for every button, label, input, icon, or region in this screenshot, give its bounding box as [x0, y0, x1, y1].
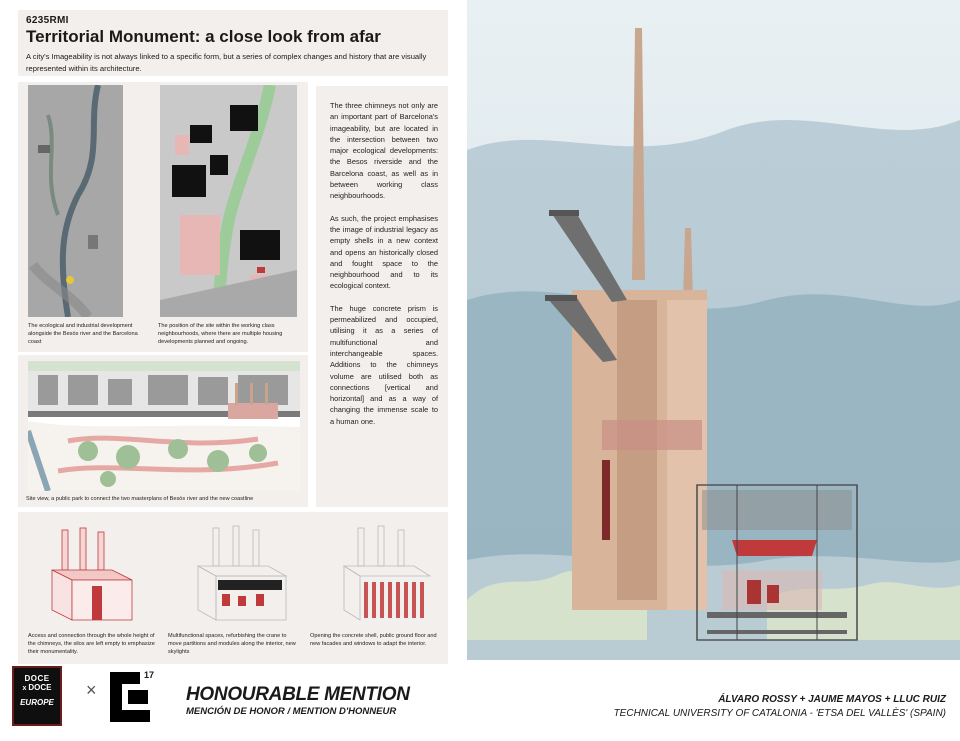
logo-doce-bottom: EUROPE	[20, 698, 54, 707]
logo-doce-x: x	[22, 685, 27, 692]
award-title: HONOURABLE MENTION	[186, 684, 410, 705]
chimney-render	[467, 0, 960, 660]
map-caption-2: The position of the site within the work…	[158, 323, 283, 345]
access-diagram	[51, 527, 133, 621]
site-view-drawing	[28, 361, 300, 491]
description-paragraph-3: The huge concrete prism is permeabilized…	[330, 303, 438, 426]
logo-doce-mid: DOCE	[28, 683, 52, 692]
intro-text: A city's Imageability is not always link…	[26, 52, 427, 73]
page-title: Territorial Monument: a close look from …	[26, 27, 381, 46]
description-paragraph-2: As such, the project emphasises the imag…	[330, 213, 438, 291]
e-logo-number: 17	[144, 670, 155, 680]
site-caption: Site view, a public park to connect the …	[26, 496, 254, 502]
description-panel: The three chimneys not only are an impor…	[316, 86, 448, 507]
university: TECHNICAL UNIVERSITY OF CATALONIA - 'ETS…	[613, 708, 946, 719]
times-symbol: ×	[86, 680, 97, 700]
diagrams-panel: Access and connection through the whole …	[18, 512, 448, 664]
project-code: 6235RMI	[26, 15, 69, 26]
multifunctional-diagram	[196, 525, 288, 621]
diagram-caption-1: Access and connection through the whole …	[28, 633, 155, 655]
award-subtitle: MENCIÓN DE HONOR / MENTION D'HONNEUR	[186, 706, 397, 717]
map-caption-1: The ecological and industrial developmen…	[28, 323, 138, 345]
description-paragraph-1: The three chimneys not only are an impor…	[330, 101, 438, 201]
logo-doce-top: DOCE	[24, 674, 50, 683]
e-logo	[110, 672, 150, 722]
site-position-map	[160, 85, 297, 317]
diagram-caption-3: Opening the concrete shell, public groun…	[310, 633, 437, 647]
diagram-caption-2: Multifunctional spaces, refurbishing the…	[168, 633, 296, 655]
opening-diagram	[342, 525, 432, 621]
maps-panel: The ecological and industrial developmen…	[18, 82, 308, 352]
river-aerial-map	[28, 85, 123, 317]
authors: ÁLVARO ROSSY + JAUME MAYOS + LLUC RUIZ	[718, 694, 946, 705]
header-panel: 6235RMI Territorial Monument: a close lo…	[18, 10, 448, 76]
site-view-panel: Site view, a public park to connect the …	[18, 355, 308, 507]
